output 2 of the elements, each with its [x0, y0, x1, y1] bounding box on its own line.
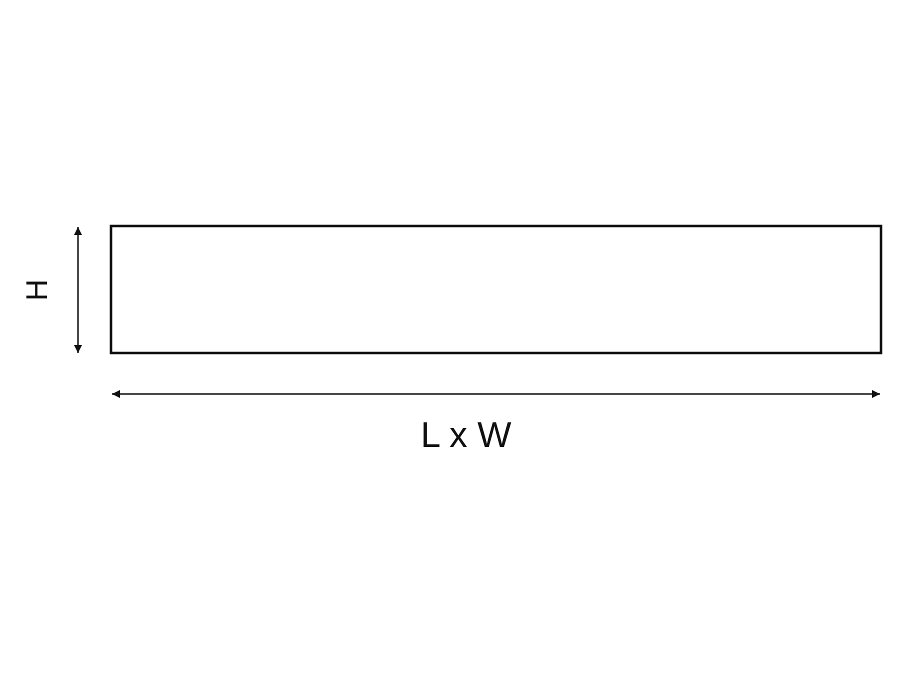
- dimension-label: L x W: [420, 417, 512, 453]
- dimension-label: H: [23, 279, 53, 301]
